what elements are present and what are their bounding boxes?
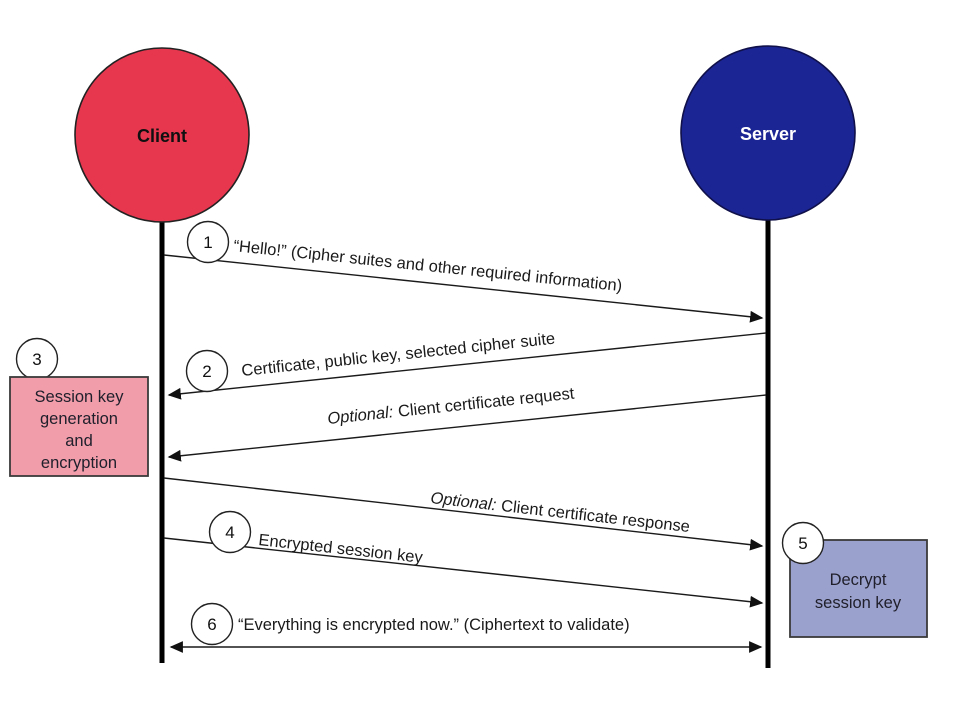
decrypt-note-line2: session key: [815, 594, 902, 612]
step-5-badge: [781, 521, 825, 565]
step-4-badge: [208, 510, 252, 554]
optional-response-text: Client certificate response: [500, 497, 691, 536]
step-6-badge: [190, 602, 234, 646]
step-4-number: 4: [225, 523, 234, 542]
optional-response-prefix: Optional:: [430, 489, 498, 514]
session-key-note-line3: and: [65, 432, 93, 450]
step-3-number: 3: [32, 350, 41, 369]
step-2-badge: [185, 349, 229, 393]
client-label: Client: [137, 126, 187, 146]
message-1-arrow: [163, 254, 764, 323]
message-4-arrow: [163, 537, 764, 608]
session-key-note-line1: Session key: [35, 388, 125, 406]
session-key-note-line2: generation: [40, 410, 118, 428]
message-6-label: “Everything is encrypted now.” (Cipherte…: [238, 616, 630, 634]
session-key-note-line4: encryption: [41, 454, 117, 472]
optional-request-label: Optional:Client certificate request: [327, 385, 576, 428]
server-actor-circle: [680, 45, 856, 221]
step-1-badge: [186, 220, 230, 264]
message-4-label: Encrypted session key: [258, 531, 425, 567]
step-6-number: 6: [207, 615, 216, 634]
optional-request-text: Client certificate request: [397, 385, 575, 421]
message-1-label: “Hello!” (Cipher suites and other requir…: [233, 237, 623, 295]
optional-request-arrow: [167, 394, 767, 462]
step-1-number: 1: [203, 233, 212, 252]
decrypt-note-line1: Decrypt: [830, 571, 887, 589]
step-5-number: 5: [798, 534, 807, 553]
step-2-number: 2: [202, 362, 211, 381]
server-label: Server: [740, 124, 796, 144]
client-actor-circle: [74, 47, 250, 223]
optional-response-arrow: [163, 477, 764, 551]
message-2-arrow: [167, 332, 767, 400]
optional-request-prefix: Optional:: [327, 403, 395, 428]
session-key-note-box: [9, 376, 149, 477]
message-2-label: Certificate, public key, selected cipher…: [241, 330, 556, 380]
